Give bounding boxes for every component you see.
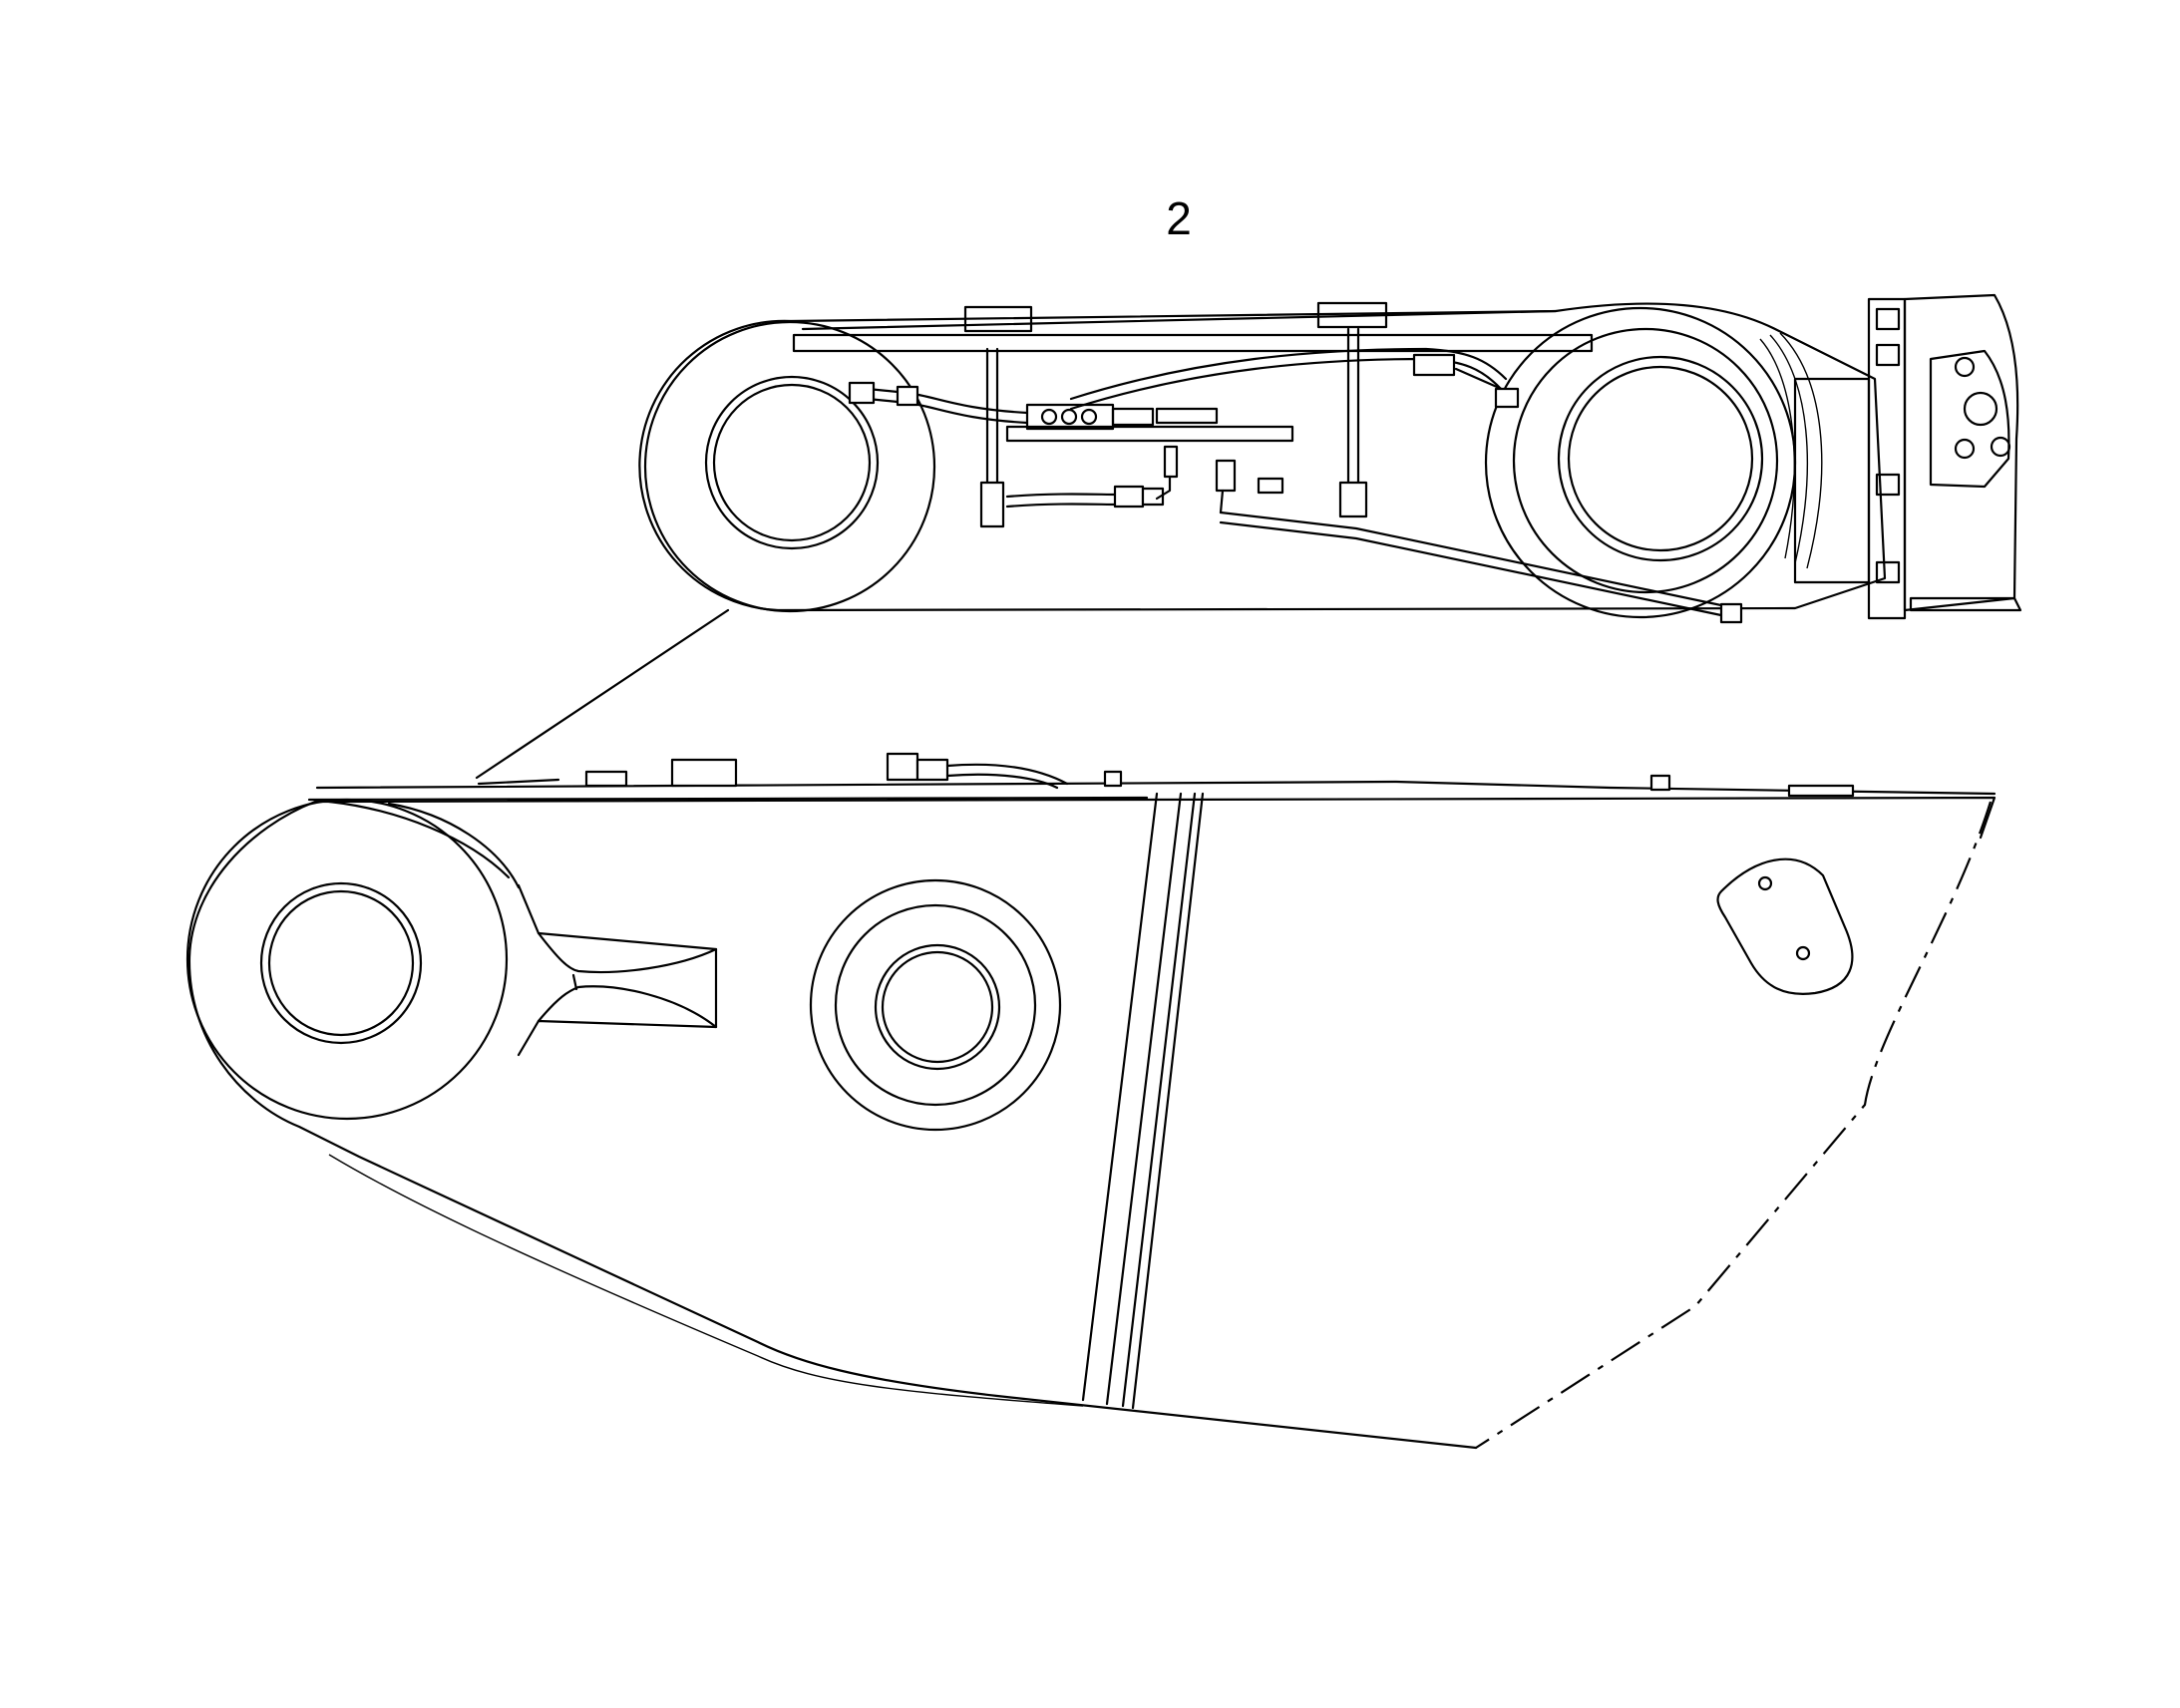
main-view-arm bbox=[185, 752, 1997, 1450]
left-pivot-boss bbox=[643, 320, 936, 613]
callout-number: 2 bbox=[1166, 192, 1192, 244]
arm-outline bbox=[187, 796, 1997, 1450]
left-eye-boss bbox=[185, 798, 521, 1121]
valve-block bbox=[1025, 403, 1219, 431]
center-boss bbox=[809, 878, 1062, 1132]
top-edge bbox=[307, 752, 1997, 802]
web-neck bbox=[517, 883, 718, 1057]
cover-plate bbox=[1716, 857, 1854, 995]
hydraulic-hoses bbox=[848, 347, 1743, 624]
leader-line bbox=[475, 608, 730, 780]
bracket-plate bbox=[1005, 425, 1294, 443]
seam-stiffener bbox=[1081, 792, 1205, 1410]
right-pivot-boss bbox=[1484, 306, 1823, 619]
detail-view-arm bbox=[638, 293, 2022, 624]
top-plate bbox=[792, 301, 1594, 353]
break-line bbox=[1475, 801, 1993, 1449]
end-flange bbox=[1793, 293, 2022, 620]
